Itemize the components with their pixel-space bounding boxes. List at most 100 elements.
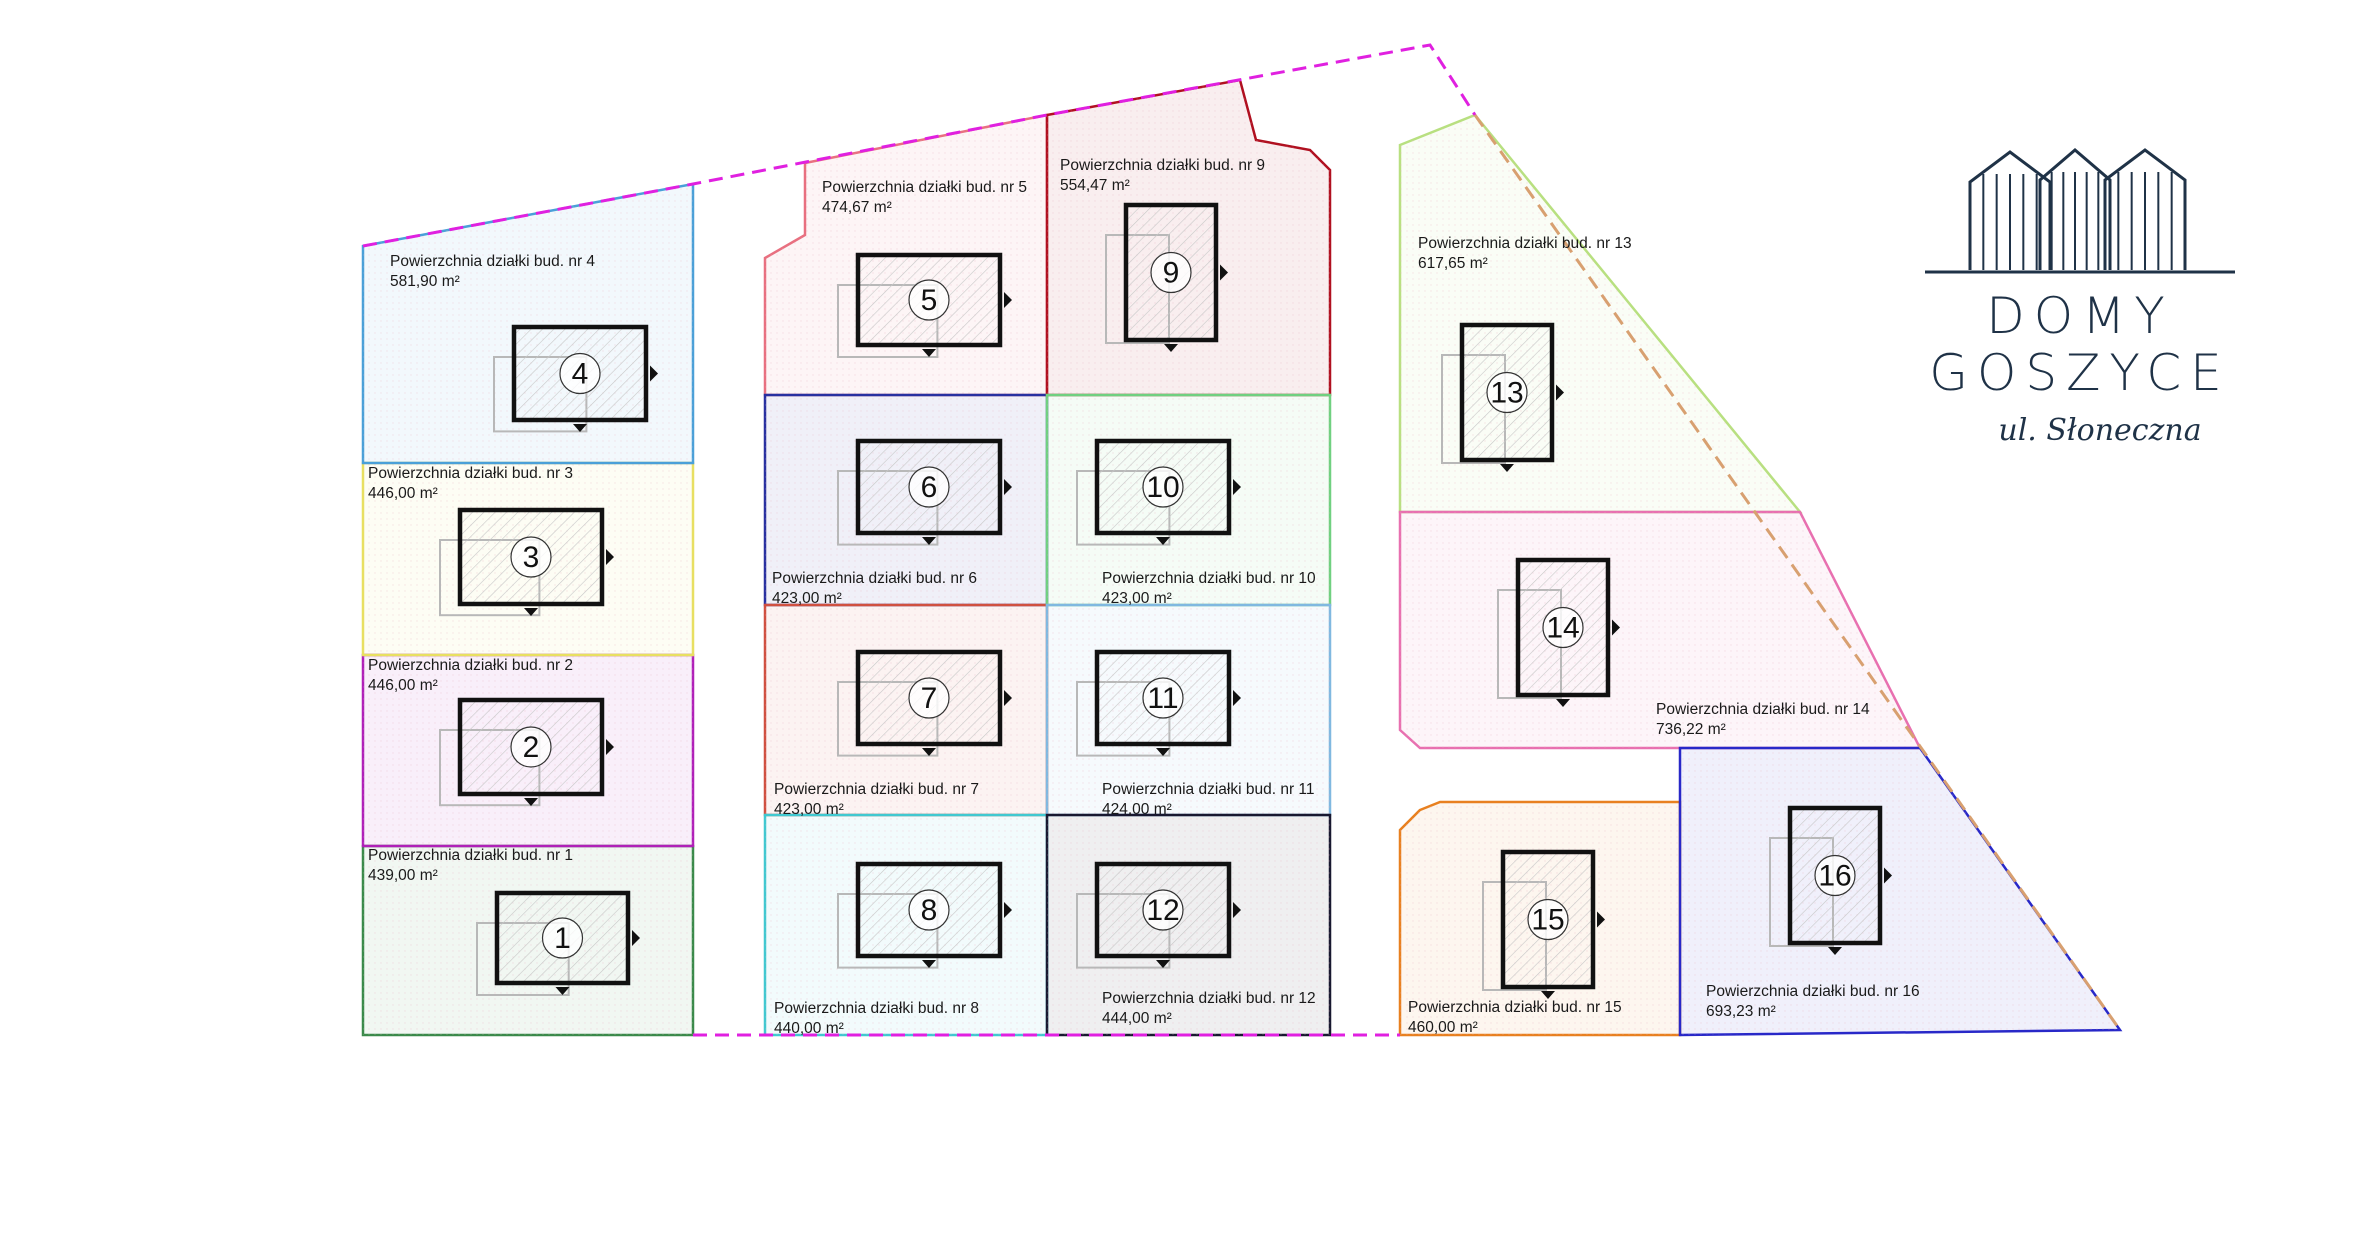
house-3-badge [510, 536, 552, 578]
house-8[interactable]: 8 [837, 861, 1012, 969]
logo-buildings-icon [1925, 148, 2235, 274]
house-4-badge [559, 352, 601, 395]
house-12-number: 12 [1146, 894, 1179, 927]
plot-2-area: 446,00 m² [368, 677, 438, 694]
house-5-entrance-arrow-icon [1004, 292, 1012, 308]
north-boundary-line [362, 43, 1477, 248]
plot-9-label: Powierzchnia działki bud. nr 9 [1060, 157, 1265, 174]
house-1-badge [541, 917, 584, 959]
house-3-exit-arrow-icon [524, 608, 538, 616]
plot-4-label: Powierzchnia działki bud. nr 4 [390, 253, 595, 270]
house-12-badge [1142, 889, 1184, 931]
house-7-number: 7 [921, 682, 938, 715]
house-4[interactable]: 4 [493, 324, 658, 433]
house-6[interactable]: 6 [837, 438, 1012, 546]
house-2-exit-arrow-icon [524, 798, 538, 806]
logo-building-2 [2038, 148, 2112, 270]
house-2-number: 2 [523, 731, 540, 764]
house-16-badge [1814, 854, 1856, 897]
house-12[interactable]: 12 [1076, 861, 1241, 969]
house-14[interactable]: 14 [1497, 557, 1620, 707]
plot-1-area: 439,00 m² [368, 867, 438, 884]
house-5-number: 5 [921, 284, 938, 317]
house-6-entrance-arrow-icon [1004, 479, 1012, 495]
house-12-exit-arrow-icon [1156, 960, 1170, 968]
plot-15-area: 460,00 m² [1408, 1019, 1478, 1036]
house-14-exit-arrow-icon [1556, 699, 1570, 707]
house-16-exit-arrow-icon [1828, 947, 1842, 955]
house-16[interactable]: 16 [1769, 805, 1892, 955]
house-5-exit-arrow-icon [922, 349, 936, 357]
house-3-entrance-arrow-icon [606, 549, 614, 565]
plot-10-area: 423,00 m² [1102, 590, 1172, 607]
house-13-badge [1486, 371, 1528, 414]
house-5[interactable]: 5 [837, 252, 1012, 358]
domy-goszyce-logo: DOMY GOSZYCE ul. Słoneczna [1925, 148, 2235, 448]
house-6-number: 6 [921, 471, 938, 504]
plot-8-area: 440,00 m² [774, 1020, 844, 1037]
house-9-badge [1150, 251, 1192, 294]
house-8-footprint [855, 861, 1003, 959]
house-10-exit-arrow-icon [1156, 537, 1170, 545]
house-4-exit-arrow-icon [573, 424, 587, 432]
house-13-entrance-arrow-icon [1556, 384, 1564, 401]
house-11-entrance-arrow-icon [1233, 690, 1241, 706]
house-15-entrance-arrow-icon [1597, 911, 1605, 928]
house-8-exit-arrow-icon [922, 960, 936, 968]
plot-3-area: 446,00 m² [368, 485, 438, 502]
house-11-exit-arrow-icon [1156, 748, 1170, 756]
plot-14-label: Powierzchnia działki bud. nr 14 [1656, 701, 1870, 718]
house-6-exit-arrow-icon [922, 537, 936, 545]
house-11-number: 11 [1147, 682, 1178, 715]
house-9[interactable]: 9 [1105, 202, 1228, 352]
house-10-number: 10 [1146, 471, 1179, 504]
house-7-entrance-arrow-icon [1004, 690, 1012, 706]
house-15-badge [1527, 898, 1569, 941]
house-11[interactable]: 11 [1076, 649, 1241, 757]
plot-5-area: 474,67 m² [822, 199, 892, 216]
plot-1-label: Powierzchnia działki bud. nr 1 [368, 847, 573, 864]
plot-10-label: Powierzchnia działki bud. nr 10 [1102, 570, 1316, 587]
house-8-badge [908, 889, 950, 931]
plot-11-area: 424,00 m² [1102, 801, 1172, 818]
house-1[interactable]: 1 [476, 890, 640, 996]
house-15[interactable]: 15 [1482, 849, 1605, 999]
brand-line-2: GOSZYCE [1929, 344, 2230, 402]
house-1-exit-arrow-icon [555, 987, 570, 995]
house-11-badge [1142, 677, 1184, 719]
house-7[interactable]: 7 [837, 649, 1012, 757]
plot-8-label: Powierzchnia działki bud. nr 8 [774, 1000, 979, 1017]
house-4-entrance-arrow-icon [650, 365, 658, 382]
house-14-badge [1542, 606, 1584, 649]
house-2-badge [510, 726, 552, 768]
house-3[interactable]: 3 [439, 507, 614, 617]
plot-16-area: 693,23 m² [1706, 1003, 1776, 1020]
house-9-exit-arrow-icon [1164, 344, 1178, 352]
house-15-exit-arrow-icon [1541, 991, 1555, 999]
brand-street: ul. Słoneczna [1998, 413, 2201, 448]
house-7-exit-arrow-icon [922, 748, 936, 756]
house-4-number: 4 [572, 358, 589, 391]
house-14-number: 14 [1546, 612, 1579, 645]
plot-5-label: Powierzchnia działki bud. nr 5 [822, 179, 1027, 196]
house-13-number: 13 [1490, 377, 1523, 410]
house-16-entrance-arrow-icon [1884, 867, 1892, 884]
house-8-number: 8 [921, 894, 938, 927]
house-10[interactable]: 10 [1076, 438, 1241, 546]
house-2-entrance-arrow-icon [606, 739, 614, 755]
plot-12-label: Powierzchnia działki bud. nr 12 [1102, 990, 1316, 1007]
plot-6-label: Powierzchnia działki bud. nr 6 [772, 570, 977, 587]
house-10-badge [1142, 466, 1184, 508]
house-12-entrance-arrow-icon [1233, 902, 1241, 918]
plot-2-label: Powierzchnia działki bud. nr 2 [368, 657, 573, 674]
house-2[interactable]: 2 [439, 697, 614, 807]
plot-11-label: Powierzchnia działki bud. nr 11 [1102, 781, 1315, 798]
plot-7-label: Powierzchnia działki bud. nr 7 [774, 781, 979, 798]
house-15-number: 15 [1531, 904, 1564, 937]
house-13-exit-arrow-icon [1500, 464, 1514, 472]
house-3-number: 3 [523, 541, 540, 574]
house-5-badge [908, 279, 950, 321]
logo-building-3 [2103, 148, 2187, 270]
house-13[interactable]: 13 [1441, 322, 1564, 472]
